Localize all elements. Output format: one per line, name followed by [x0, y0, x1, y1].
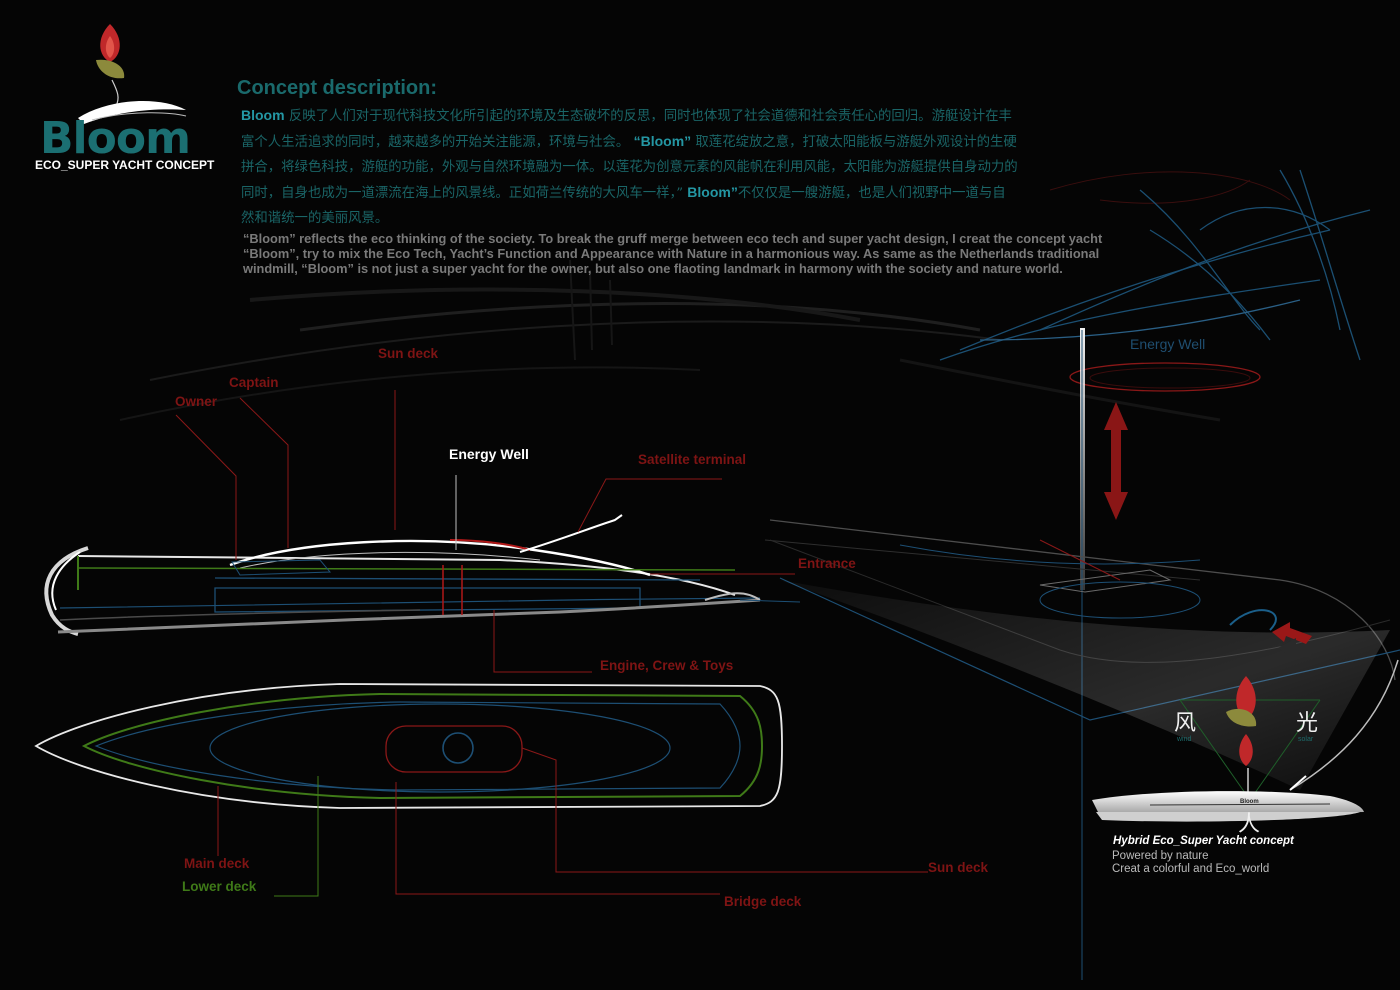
emblem-yacht-icon	[1092, 775, 1364, 822]
solar-character: 光	[1296, 711, 1319, 736]
cn-line: 同时，自身也成为一道漂流在海上的风景线。正如荷兰传统的大风车一样，” Bloom…	[241, 180, 1121, 206]
brand-lotus-icon	[78, 24, 187, 124]
label-main-deck: Main deck	[184, 856, 250, 871]
cn-text: 然和谐统一的美丽风景。	[241, 211, 389, 226]
label-bridge-deck: Bridge deck	[724, 894, 802, 909]
cn-text: 同时，自身也成为一道漂流在海上的风景线。正如荷兰传统的大风车一样，”	[241, 186, 688, 201]
cn-highlight: Bloom”	[687, 184, 738, 200]
cn-text: 反映了人们对于现代科技文化所引起的环境及生态破坏的反思，同时也体现了社会道德和社…	[284, 109, 1012, 124]
wind-character: 风	[1174, 711, 1197, 736]
label-energy-well-perspective: Energy Well	[1130, 336, 1206, 352]
label-sun-deck-side: Sun deck	[378, 346, 439, 361]
cn-line: 富个人生活追求的同时，越来越多的开始关注能源，环境与社会。 “Bloom” 取莲…	[241, 129, 1121, 155]
caption-line-2: Creat a colorful and Eco_world	[1112, 863, 1270, 875]
entrance-arrow-icon	[1272, 622, 1314, 658]
background-sketch-strokes	[119, 171, 1291, 422]
perspective-yacht	[764, 328, 1400, 980]
brand-subtitle: ECO_SUPER YACHT CONCEPT	[35, 158, 215, 172]
cn-text: 取莲花绽放之意，打破太阳能板与游艇外观设计的生硬	[691, 135, 1017, 150]
plan-view-yacht	[34, 683, 783, 809]
cn-line: 然和谐统一的美丽风景。	[241, 206, 1121, 231]
cn-line: 拼合，将绿色科技，游艇的功能，外观与自然环境融为一体。以莲花为创意元素的风能帆在…	[241, 155, 1121, 180]
label-satellite-terminal: Satellite terminal	[638, 452, 747, 467]
concept-heading: Concept description:	[237, 77, 438, 99]
cn-highlight: “Bloom”	[633, 133, 692, 149]
energy-well-lift-arrow	[1104, 402, 1128, 520]
concept-english-description: “Bloom” reflects the eco thinking of the…	[243, 231, 1103, 276]
cn-line: Bloom 反映了人们对于现代科技文化所引起的环境及生态破坏的反思，同时也体现了…	[241, 103, 1121, 129]
emblem-lotus-sail-icon	[1179, 676, 1321, 801]
label-sun-deck-plan: Sun deck	[928, 860, 989, 875]
cn-highlight: Bloom	[241, 107, 285, 123]
plan-view-leader-lines	[217, 747, 928, 897]
solar-label: solar	[1298, 736, 1314, 743]
brand-logo-text: Bloom	[40, 113, 191, 164]
hull-logo-text: Bloom	[1240, 799, 1259, 805]
side-view-yacht	[44, 514, 801, 636]
label-owner: Owner	[175, 394, 218, 409]
caption-title: Hybrid Eco_Super Yacht concept	[1113, 835, 1294, 847]
cn-text: 不仅仅是一艘游艇，也是人们视野中一道与自	[737, 186, 1006, 201]
side-view-leader-lines	[175, 390, 795, 673]
label-engine-crew-toys: Engine, Crew & Toys	[600, 658, 734, 673]
cn-text: 拼合，将绿色科技，游艇的功能，外观与自然环境融为一体。以莲花为创意元素的风能帆在…	[241, 160, 1018, 175]
person-character: 人	[1238, 812, 1261, 837]
cn-text: 富个人生活追求的同时，越来越多的开始关注能源，环境与社会。	[241, 135, 634, 150]
concept-chinese-description: Bloom 反映了人们对于现代科技文化所引起的环境及生态破坏的反思，同时也体现了…	[241, 103, 1121, 231]
label-energy-well-side: Energy Well	[449, 446, 529, 462]
wind-label: wind	[1177, 736, 1192, 743]
sail-sketch-strokes	[939, 169, 1371, 361]
label-lower-deck: Lower deck	[182, 879, 257, 894]
caption-line-1: Powered by nature	[1112, 850, 1209, 862]
label-entrance: Entrance	[798, 556, 856, 571]
label-captain: Captain	[229, 375, 279, 390]
